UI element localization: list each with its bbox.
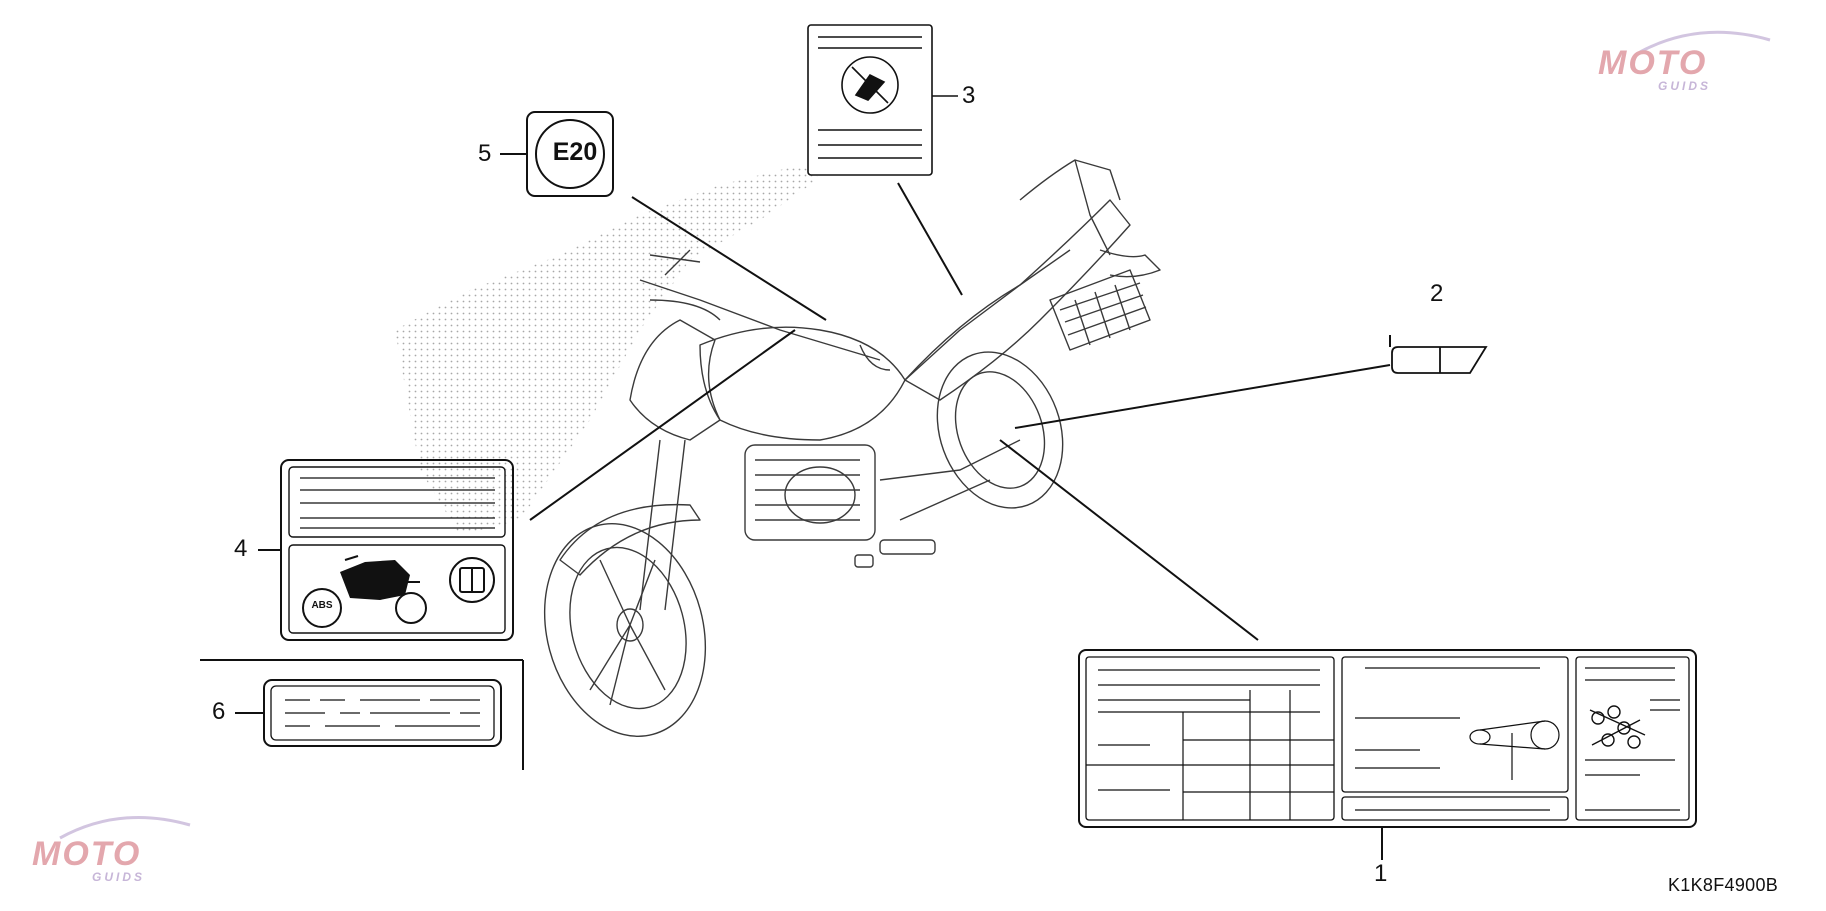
leader-lines: [529, 182, 1391, 641]
e20-label-text: E20: [552, 138, 598, 166]
callout-6: 6: [212, 698, 226, 725]
label-2-tag: [1391, 346, 1488, 374]
watermark-swoosh-bottom: [59, 816, 191, 840]
motorcycle-illustration: [543, 159, 1161, 737]
watermark-swoosh-top: [1639, 30, 1771, 54]
label-4-abs: [258, 459, 514, 641]
callout-4: 4: [234, 535, 248, 562]
callout-1: 1: [1374, 860, 1388, 887]
label-3-warning: [807, 24, 958, 176]
label-5-e20: [500, 111, 614, 197]
label-1-info-panel: [1078, 649, 1697, 860]
diagram-code: K1K8F4900B: [1668, 875, 1779, 895]
watermark-sub: GUIDS: [92, 870, 146, 884]
watermark-logo-top-right: MOTO GUIDS: [1598, 44, 1711, 93]
abs-label-text: ABS: [311, 600, 333, 611]
watermark-brand: MOTO: [32, 835, 142, 873]
watermark-logo-bottom-left: MOTO GUIDS: [32, 835, 145, 884]
watermark-brand: MOTO: [1598, 44, 1708, 82]
watermark-sub: GUIDS: [1658, 79, 1712, 93]
label-6: [200, 659, 524, 770]
callout-5: 5: [478, 140, 492, 167]
callout-2: 2: [1430, 280, 1444, 307]
stipple-shadow: [395, 165, 820, 535]
callout-3: 3: [962, 82, 976, 109]
